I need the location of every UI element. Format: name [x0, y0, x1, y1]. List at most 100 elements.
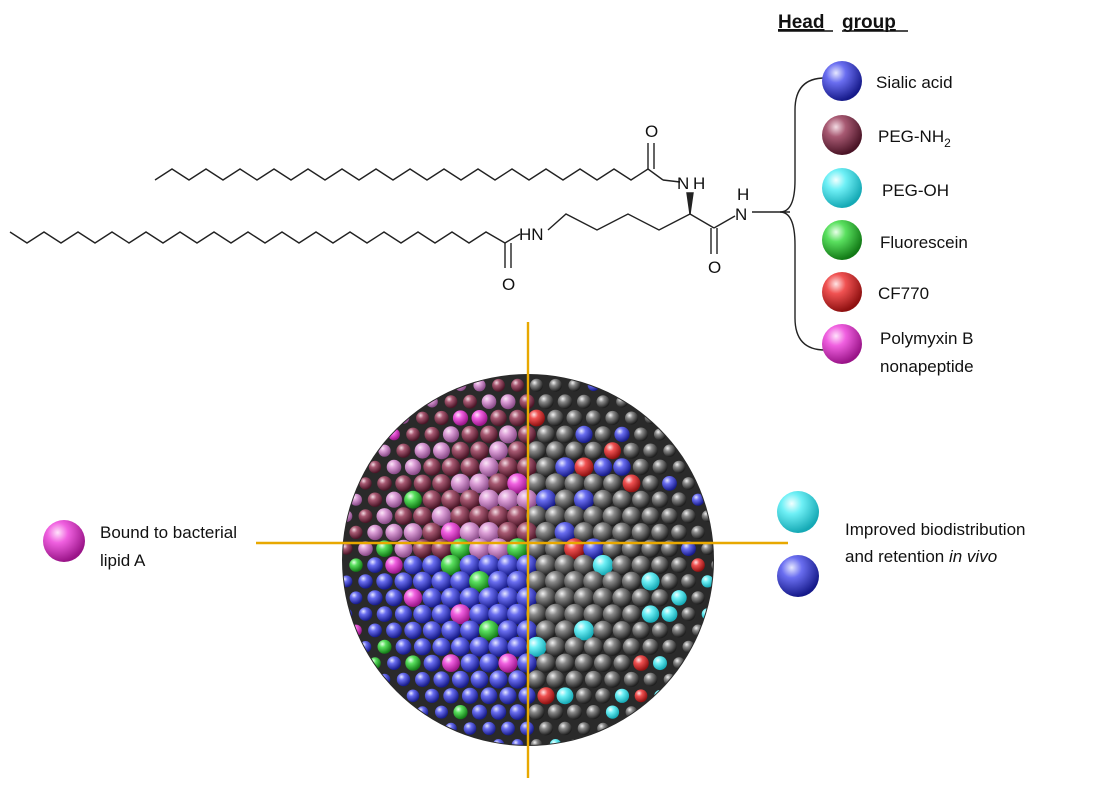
- lipid-headgroup-bead: [558, 721, 572, 736]
- lipid-headgroup-bead: [622, 474, 641, 493]
- lower-amide-bond: [504, 233, 521, 244]
- lipid-headgroup-bead: [584, 670, 603, 689]
- lipid-headgroup-bead: [661, 573, 678, 590]
- lipid-headgroup-bead: [388, 428, 400, 441]
- lipid-headgroup-bead: [469, 603, 490, 625]
- lipid-headgroup-bead: [479, 457, 499, 477]
- lipid-headgroup-bead: [564, 603, 585, 625]
- legend-label-polymyxin-line1: Polymyxin B: [880, 329, 974, 348]
- lipid-headgroup-bead: [478, 620, 500, 641]
- lipid-headgroup-bead: [472, 704, 487, 720]
- lipid-headgroup-bead: [478, 587, 500, 609]
- lipid-headgroup-bead: [633, 655, 649, 671]
- peg-nh2-subscript: 2: [944, 136, 951, 150]
- lipid-headgroup-bead: [528, 704, 545, 720]
- lipid-headgroup-bead: [385, 556, 403, 574]
- molecule-atom-labels: O N H H N HN O O: [502, 122, 749, 294]
- lipid-headgroup-bead: [461, 425, 479, 443]
- lipid-headgroup-bead: [592, 522, 614, 543]
- lipid-headgroup-bead: [497, 521, 519, 543]
- lipid-headgroup-bead: [631, 523, 651, 542]
- right-annotation: Improved biodistribution and retention i…: [777, 491, 1025, 597]
- lipid-headgroup-bead: [691, 525, 705, 540]
- lipid-headgroup-bead: [423, 654, 441, 672]
- lipid-headgroup-bead: [461, 687, 479, 704]
- lipid-headgroup-bead: [681, 541, 696, 557]
- lipid-headgroup-bead: [652, 622, 668, 639]
- lipid-headgroup-bead: [377, 639, 392, 654]
- lipid-headgroup-bead: [574, 457, 594, 477]
- lipid-headgroup-bead: [489, 441, 508, 461]
- lipid-headgroup-bead: [574, 620, 594, 641]
- lipid-headgroup-bead: [482, 721, 496, 736]
- lipid-headgroup-bead: [406, 427, 420, 442]
- lipid-headgroup-bead: [643, 672, 658, 687]
- lipid-headgroup-bead: [480, 687, 498, 705]
- upper-fatty-acid-chain: [154, 168, 664, 181]
- lipid-headgroup-bead: [652, 459, 668, 475]
- lipid-headgroup-bead: [634, 689, 648, 703]
- lipid-headgroup-bead: [376, 606, 393, 622]
- atom-o-bottom-mid: O: [708, 258, 721, 277]
- lipid-headgroup-bead: [497, 554, 519, 576]
- lipid-headgroup-bead: [671, 557, 687, 573]
- lipid-headgroup-bead: [681, 607, 696, 621]
- nanoparticle-sphere: [342, 374, 714, 746]
- lipid-headgroup-bead: [432, 474, 451, 493]
- lipid-headgroup-bead: [526, 603, 547, 625]
- lipid-headgroup-bead: [691, 558, 705, 572]
- lipid-headgroup-bead: [654, 690, 666, 702]
- lipid-headgroup-bead: [396, 443, 411, 458]
- lipid-headgroup-bead: [507, 473, 528, 494]
- lipid-headgroup-bead: [622, 506, 641, 526]
- lower-fatty-acid-chain: [9, 231, 506, 244]
- lipid-headgroup-bead: [634, 427, 648, 442]
- lipid-headgroup-bead: [358, 607, 373, 621]
- lipid-headgroup-bead: [691, 493, 705, 506]
- lipid-headgroup-bead: [478, 489, 500, 510]
- lipid-headgroup-bead: [368, 623, 382, 638]
- lipid-headgroup-bead: [343, 575, 353, 588]
- lipid-headgroup-bead: [526, 636, 547, 657]
- lipid-headgroup-bead: [530, 378, 543, 392]
- lipid-headgroup-bead: [376, 508, 393, 525]
- lipid-headgroup-bead: [701, 608, 713, 620]
- lipid-headgroup-bead: [602, 604, 623, 624]
- right-annotation-line2-plain: and retention: [845, 547, 949, 566]
- lipid-headgroup-bead: [367, 590, 383, 606]
- lipid-headgroup-bead: [367, 557, 383, 573]
- lipid-headgroup-bead: [547, 704, 564, 720]
- lipid-headgroup-bead: [564, 473, 585, 494]
- lipid-headgroup-bead: [545, 473, 566, 494]
- sphere-beads: [343, 378, 713, 745]
- lipid-headgroup-bead: [507, 603, 528, 625]
- lipid-headgroup-bead: [661, 507, 678, 525]
- lipid-headgroup-bead: [592, 587, 614, 608]
- lipid-headgroup-bead: [378, 444, 391, 457]
- lipid-headgroup-bead: [490, 704, 507, 720]
- lipid-headgroup-bead: [422, 555, 442, 575]
- lipid-headgroup-bead: [359, 477, 372, 490]
- lipid-headgroup-bead: [469, 637, 490, 657]
- lipid-headgroup-bead: [651, 523, 669, 542]
- lipid-headgroup-bead: [554, 554, 576, 576]
- lipid-headgroup-bead: [453, 705, 468, 720]
- headgroup-brace: [779, 77, 826, 351]
- lipid-headgroup-bead: [488, 570, 509, 592]
- lysine-side-chain: [547, 213, 691, 231]
- lipid-headgroup-bead: [622, 638, 641, 656]
- lipid-headgroup-bead: [404, 458, 422, 476]
- lipid-headgroup-bead: [564, 637, 585, 657]
- lipid-headgroup-bead: [612, 555, 632, 575]
- lipid-headgroup-bead: [508, 670, 527, 689]
- lipid-headgroup-bead: [641, 605, 660, 623]
- lipid-headgroup-bead: [691, 591, 705, 605]
- lipid-headgroup-bead: [412, 571, 433, 592]
- lipid-headgroup-bead: [545, 570, 566, 592]
- lipid-headgroup-bead: [632, 458, 650, 476]
- lipid-headgroup-bead: [367, 492, 383, 507]
- lipid-headgroup-bead: [577, 394, 591, 409]
- lipid-headgroup-bead: [450, 571, 471, 592]
- lipid-headgroup-bead: [501, 721, 515, 736]
- lipid-headgroup-bead: [537, 687, 555, 705]
